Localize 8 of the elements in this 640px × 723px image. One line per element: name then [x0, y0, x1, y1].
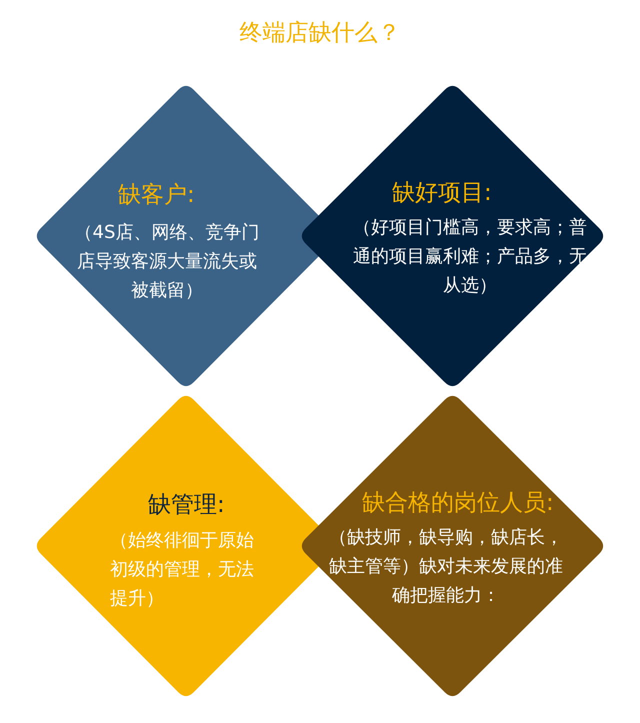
heading: 缺管理:: [148, 491, 225, 520]
description-text: （4S店、网络、竞争门店导致客源大量流失或被截留）: [74, 220, 260, 302]
title: 终端店缺什么？: [238, 19, 402, 48]
description-text: （缺技师，缺导购，缺店长，缺主管等）缺对未来发展的准确把握能力：: [328, 526, 564, 608]
heading: 缺客户:: [118, 181, 195, 210]
heading: 缺合格的岗位人员:: [362, 489, 554, 518]
description-text: （始终徘徊于原始初级的管理，无法提升）: [110, 528, 255, 610]
heading: 缺好项目:: [392, 179, 492, 208]
